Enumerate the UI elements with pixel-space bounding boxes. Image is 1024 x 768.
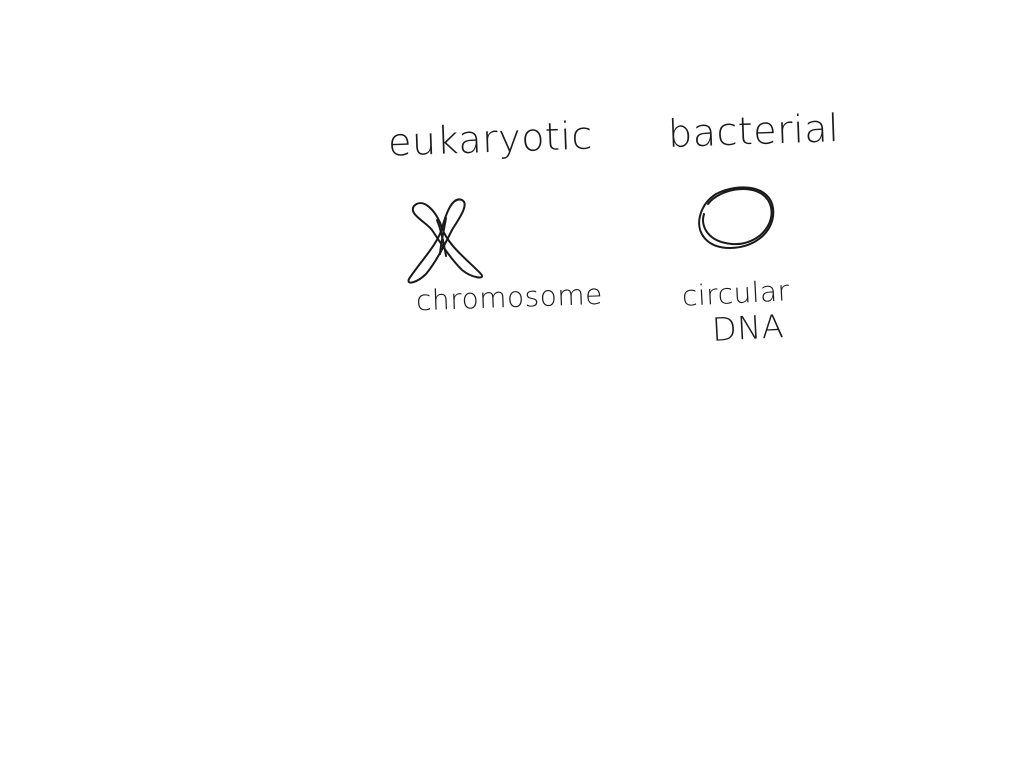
dna-caption: DNA: [711, 307, 785, 349]
circular-caption: circular: [681, 274, 791, 313]
circular-dna-icon: [698, 186, 775, 249]
chromosome-icon: [407, 198, 484, 284]
chromosome-caption: chromosome: [415, 277, 604, 318]
eukaryotic-heading: eukaryotic: [387, 113, 594, 165]
bacterial-heading: bacterial: [667, 106, 840, 156]
